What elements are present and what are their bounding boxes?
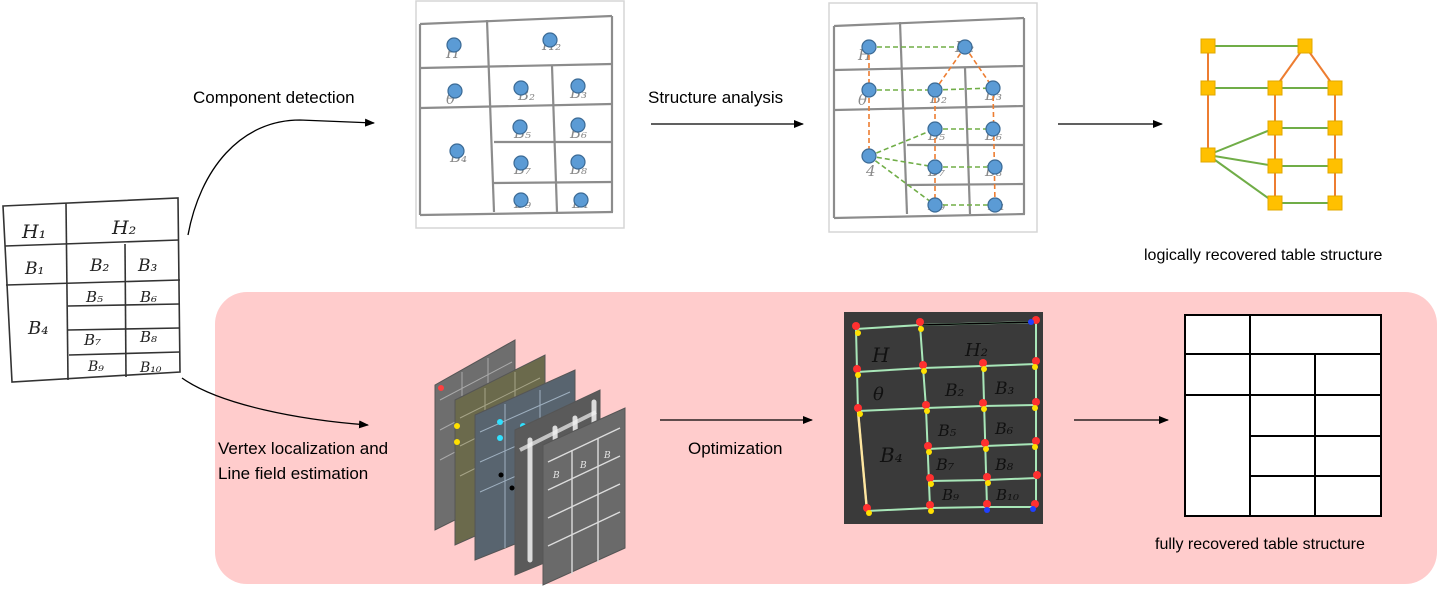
svg-text:B₁₀: B₁₀ [995, 486, 1019, 504]
svg-text:B₄: B₄ [879, 443, 903, 467]
svg-text:θ: θ [858, 91, 867, 109]
feature-map-stack: B B B [434, 339, 626, 586]
cell-b1: B₁ [24, 259, 44, 279]
cell-b5: B₅ [85, 288, 103, 306]
logical-structure-graph [1200, 38, 1343, 211]
detected-components [446, 32, 589, 208]
cell-h1: H₁ [21, 221, 46, 243]
svg-text:H: H [871, 343, 890, 367]
label-vertex-line-1: Vertex localization and [218, 439, 389, 458]
optimization-result-image: H H₂ θ B₂ B₃ B₄ B₅ B₆ B₇ B₈ B₉ B₁₀ [844, 312, 1043, 524]
label-full-result: fully recovered table structure [1155, 536, 1365, 553]
input-handdrawn-table [2, 197, 181, 383]
svg-text:B: B [552, 471, 560, 481]
svg-text:4: 4 [865, 162, 876, 180]
svg-text:B₃: B₃ [994, 379, 1014, 399]
label-vertex-localization: Vertex localization and Line field estim… [218, 438, 388, 485]
svg-text:B₉: B₉ [941, 486, 959, 504]
label-vertex-line-2: Line field estimation [218, 464, 369, 484]
cell-b2: B₂ [89, 256, 109, 276]
cell-b4: B₄ [27, 318, 48, 339]
svg-text:B₅: B₅ [937, 421, 957, 440]
cell-b7: B₇ [83, 331, 101, 349]
cell-h2: H₂ [111, 217, 136, 239]
svg-text:θ: θ [446, 90, 455, 108]
svg-text:B₇: B₇ [935, 455, 955, 474]
cell-b3: B₃ [137, 256, 157, 276]
cell-b8: B₈ [139, 328, 157, 346]
cell-b6: B₆ [139, 288, 157, 306]
arrow-to-vertex-localization [181, 377, 369, 429]
svg-text:θ: θ [873, 384, 884, 405]
svg-text:B₈: B₈ [994, 455, 1014, 474]
label-structure-analysis: Structure analysis [648, 88, 784, 107]
svg-text:H₂: H₂ [964, 340, 988, 361]
structure-edges-green [868, 46, 995, 206]
full-recovered-table [1184, 314, 1382, 517]
svg-text:B₂: B₂ [944, 381, 964, 401]
label-optimization: Optimization [688, 439, 783, 458]
input-table-labels: H₁ H₂ B₁ B₂ B₃ B₄ B₅ B₆ B₇ B₈ B₉ B₁₀ [21, 217, 162, 376]
component-detection-image: H H₂ θ B₂ B₃ B₄ B₅ B₆ B₇ B₈ B₉ B₁ [415, 0, 625, 229]
label-logical-result: logically recovered table structure [1144, 247, 1383, 264]
arrow-to-component-detection [187, 118, 375, 236]
svg-text:B: B [579, 461, 587, 471]
structure-nodes [861, 39, 1003, 213]
svg-text:B: B [603, 451, 611, 461]
cell-b9: B₉ [87, 359, 104, 375]
structure-analysis-image: H H₂ θ B₂ B₃ 4 B₅ B₆ B₇ B₈ B₉ B₁ [828, 2, 1038, 233]
svg-text:B₆: B₆ [994, 419, 1014, 438]
optimized-vertices [852, 316, 1041, 516]
label-component-detection: Component detection [193, 88, 355, 107]
cell-b10: B₁₀ [139, 360, 162, 376]
